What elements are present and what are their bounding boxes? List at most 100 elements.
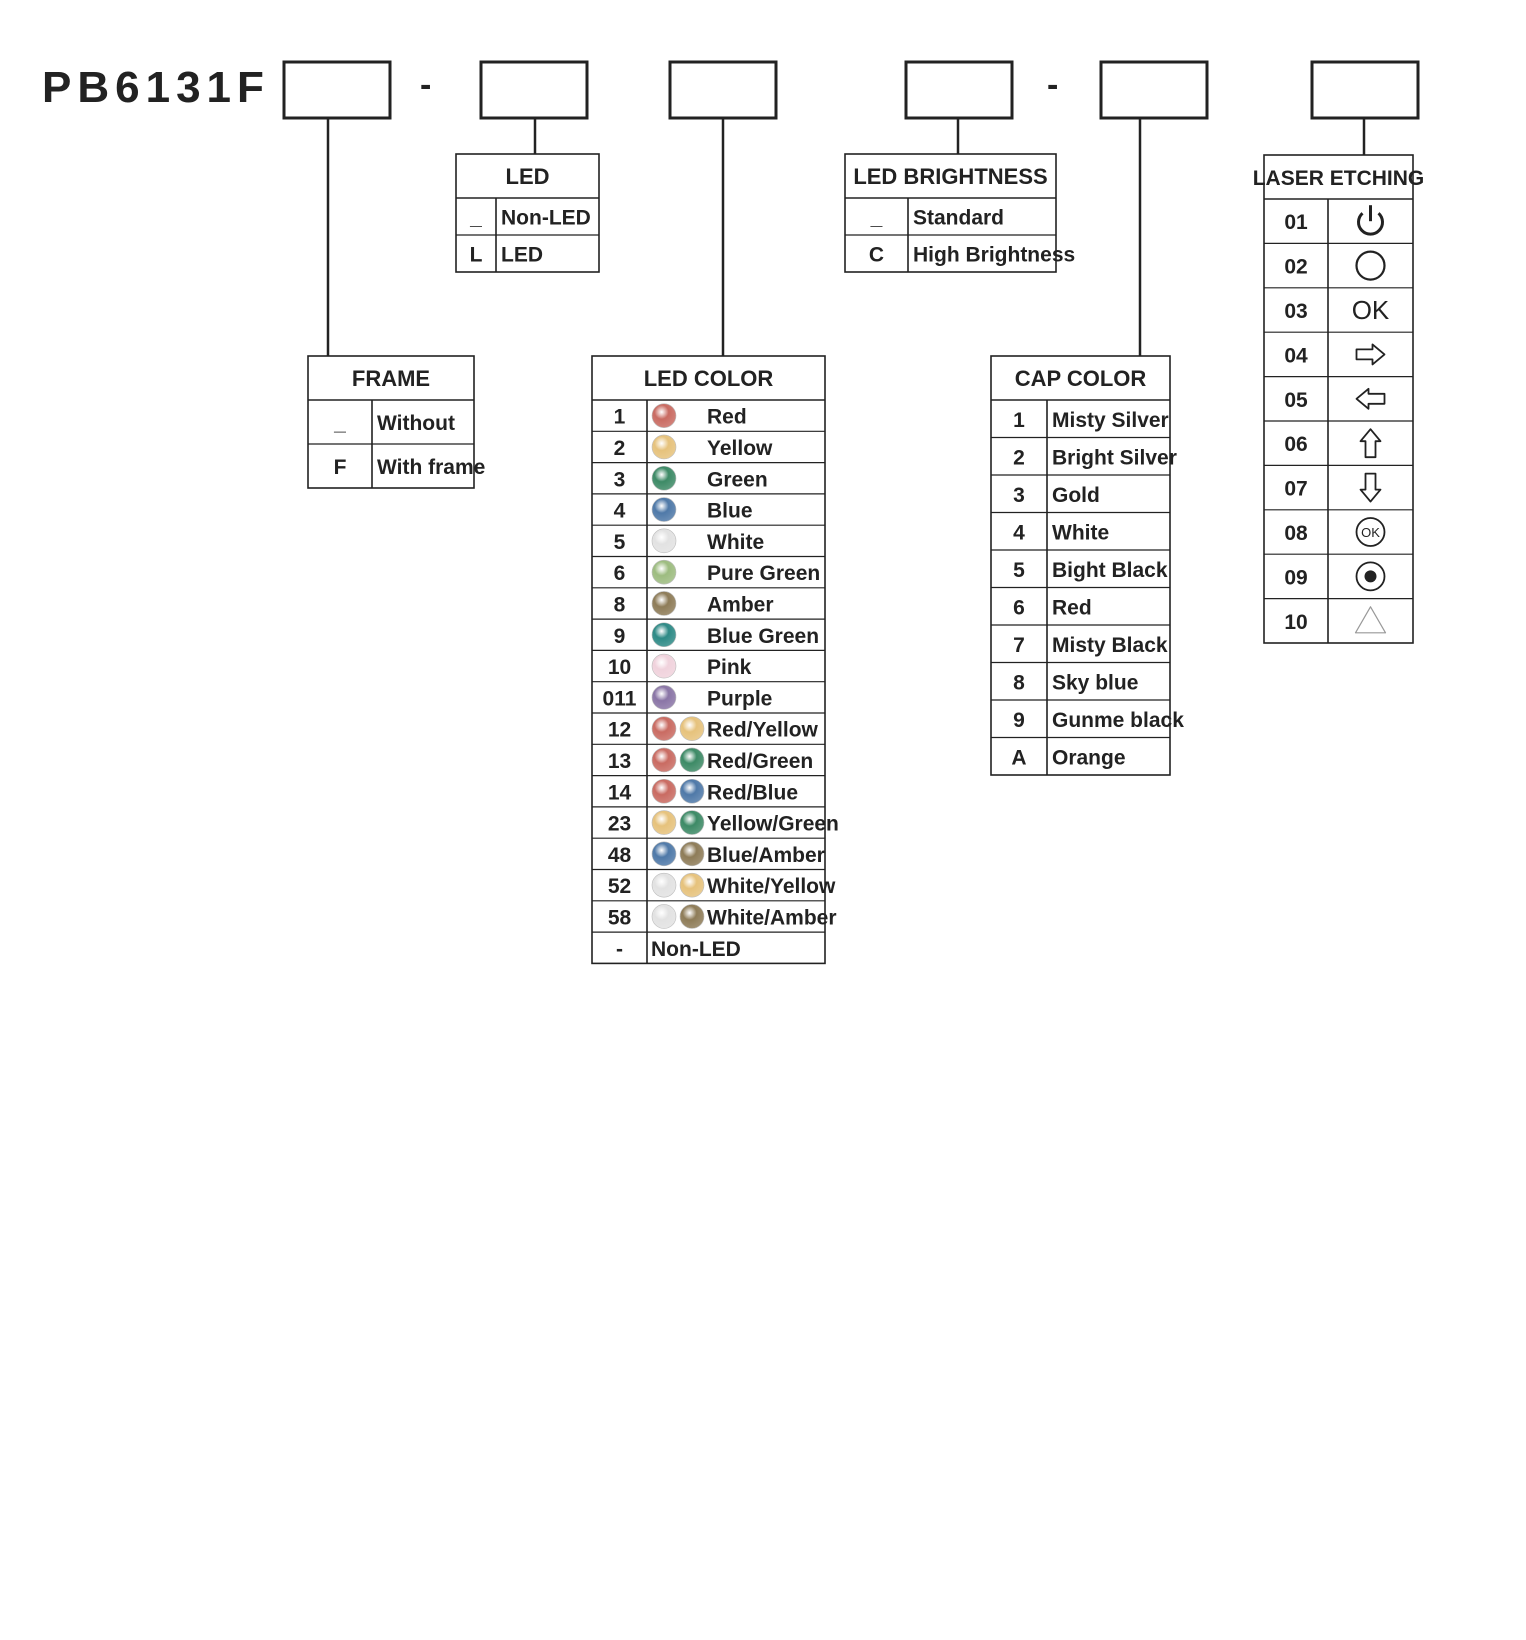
table-title: LED BRIGHTNESS: [853, 164, 1047, 189]
led-color-dot: [651, 810, 677, 835]
table-title: LED COLOR: [644, 366, 774, 391]
row-code: 3: [614, 468, 626, 491]
arrow-up-icon: [1359, 428, 1382, 459]
led-color-dot: [651, 497, 677, 522]
row-code: 8: [614, 593, 626, 616]
led-color-dot: [679, 716, 705, 741]
row-code: 23: [608, 813, 631, 836]
table-row: 06: [1284, 428, 1382, 459]
ok-text: OK: [1361, 525, 1380, 540]
row-label: Red/Blue: [707, 781, 798, 804]
row-code: 01: [1284, 211, 1308, 234]
row-code: C: [869, 244, 884, 267]
slot-led: [479, 60, 589, 120]
table-row: 01: [1284, 205, 1384, 236]
row-code: 6: [614, 562, 626, 585]
table-border: [455, 153, 600, 273]
row-label: Red/Yellow: [707, 719, 819, 742]
led-color-dot: [651, 747, 677, 773]
led-color-dot: [651, 778, 677, 804]
row-label: Non-LED: [501, 207, 591, 230]
table-row: 02: [1284, 250, 1386, 281]
row-label: Blue/Amber: [707, 844, 825, 867]
table-border: [844, 153, 1057, 273]
row-code: 52: [608, 875, 631, 898]
row-label: White: [1052, 521, 1109, 544]
row-code: 2: [614, 437, 626, 460]
row-code: A: [1011, 746, 1026, 769]
slot-laser-etching: [1310, 60, 1420, 120]
led-color-dot: [679, 872, 705, 898]
led-color-dot: [679, 841, 705, 867]
row-label: Non-LED: [651, 938, 741, 961]
table-row: 09: [1284, 561, 1386, 592]
slot-led-color: [668, 60, 778, 120]
row-code: 7: [1013, 634, 1025, 657]
table-row: - Non-LED: [616, 938, 741, 961]
row-code: 011: [603, 687, 637, 710]
row-code: 04: [1284, 344, 1308, 367]
row-code: 09: [1284, 566, 1307, 589]
slot-led-brightness: [904, 60, 1014, 120]
table-title: LASER ETCHING: [1253, 167, 1425, 190]
table-row: _ Non-LED: [469, 207, 591, 230]
led-color-dot: [651, 528, 677, 554]
led-color-dot: [679, 810, 705, 835]
row-code: 6: [1013, 596, 1025, 619]
led-color-dot: [651, 622, 677, 648]
row-code: _: [469, 207, 482, 230]
row-label: Pink: [707, 656, 752, 679]
row-code: 5: [614, 531, 626, 554]
row-code: 8: [1013, 671, 1025, 694]
table-row: C High Brightness: [869, 244, 1075, 267]
table-border: [990, 355, 1171, 776]
row-label: Standard: [913, 207, 1004, 230]
led-color-dot: [651, 904, 677, 929]
row-code: 4: [614, 500, 626, 523]
row-code: _: [870, 207, 883, 230]
row-label: Orange: [1052, 746, 1126, 769]
row-label: Pure Green: [707, 562, 820, 585]
row-code: 03: [1284, 300, 1307, 323]
separator-dash: -: [1047, 66, 1058, 104]
table-title: FRAME: [352, 366, 430, 391]
led-color-dot: [651, 872, 677, 898]
led-color-dot: [651, 403, 677, 428]
row-code: 9: [1013, 709, 1025, 732]
row-code: 48: [608, 844, 632, 867]
table-row: A Orange: [1011, 746, 1125, 769]
led-color-dot: [679, 778, 705, 804]
row-label: High Brightness: [913, 244, 1075, 267]
row-code: 05: [1284, 389, 1308, 412]
row-code: L: [470, 244, 483, 267]
slot-frame: [282, 60, 392, 120]
row-label: Yellow/Green: [707, 813, 839, 836]
table-row: 6 Pure Green: [614, 559, 820, 585]
triangle-icon: [1354, 606, 1387, 634]
table-border: [307, 355, 475, 489]
led-color-dot: [651, 591, 677, 616]
row-code: -: [616, 938, 623, 961]
row-label: Misty Silver: [1052, 409, 1169, 432]
